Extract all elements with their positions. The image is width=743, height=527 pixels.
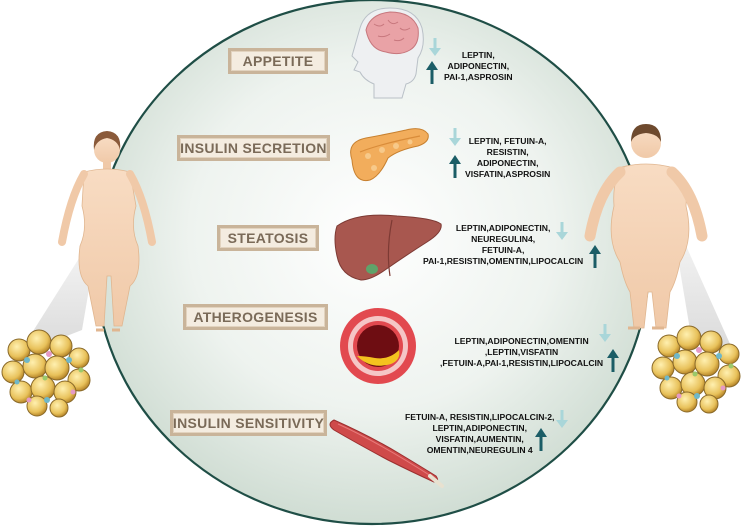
label-atherogenesis: ATHEROGENESIS	[183, 304, 328, 330]
arrow-down-icon	[449, 128, 461, 146]
adipokine-line: OMENTIN,NEUREGULIN 4	[426, 445, 533, 455]
brain-head-icon	[351, 7, 424, 99]
adipokine-line: LEPTIN,ADIPONECTIN,	[432, 423, 527, 433]
adipokines-atherogenesis: LEPTIN,ADIPONECTIN,OMENTIN ,LEPTIN,VISFA…	[440, 336, 603, 369]
adipokines-insulin-sensitivity: FETUIN-A, RESISTIN,LIPOCALCIN-2, LEPTIN,…	[405, 412, 554, 456]
label-insulin-secretion: INSULIN SECRETION	[177, 135, 330, 161]
adipokine-line: FETUIN-A,	[481, 245, 525, 255]
adipokine-line: LEPTIN,ADIPONECTIN,OMENTIN	[454, 336, 589, 346]
arrows	[426, 38, 619, 451]
adipokine-line: PAI-1,RESISTIN,OMENTIN,LIPOCALCIN	[423, 256, 584, 266]
adipokine-line: ADIPONECTIN,	[476, 158, 539, 168]
adipokine-line: VISFATIN,ASPROSIN	[465, 169, 551, 179]
muscle-icon	[329, 419, 444, 488]
adipokine-line: LEPTIN, FETUIN-A,	[468, 136, 547, 146]
adipokine-line: VISFATIN,AUMENTIN,	[435, 434, 524, 444]
arrow-up-icon	[607, 349, 619, 372]
obese-man-icon	[584, 124, 735, 355]
adipokine-line: ,FETUIN-A,PAI-1,RESISTIN,LIPOCALCIN	[440, 358, 604, 368]
adipokine-line: ADIPONECTIN,	[447, 61, 510, 71]
arrow-down-icon	[556, 222, 568, 240]
artery-plaque-icon	[340, 308, 416, 384]
adipokine-line: LEPTIN,ADIPONECTIN,	[455, 223, 551, 233]
lean-woman-icon	[18, 131, 156, 355]
arrow-up-icon	[535, 428, 547, 451]
adipokine-line: FETUIN-A, RESISTIN,LIPOCALCIN-2,	[405, 412, 555, 422]
arrow-down-icon	[429, 38, 441, 56]
adipose-tissue-right-icon	[651, 325, 741, 414]
adipokine-line: PAI-1,ASPROSIN	[444, 72, 513, 82]
adipokines-steatosis: LEPTIN,ADIPONECTIN, NEUREGULIN4, FETUIN-…	[423, 223, 583, 267]
adipokine-line: LEPTIN,	[461, 50, 495, 60]
adipose-tissue-left-icon	[1, 329, 91, 418]
adipokines-insulin-secretion: LEPTIN, FETUIN-A, RESISTIN, ADIPONECTIN,…	[465, 136, 550, 180]
label-appetite: APPETITE	[228, 48, 328, 74]
adipokines-appetite: LEPTIN, ADIPONECTIN, PAI-1,ASPROSIN	[444, 50, 513, 83]
liver-icon	[334, 214, 442, 281]
adipokine-line: RESISTIN,	[486, 147, 529, 157]
arrow-up-icon	[449, 155, 461, 178]
adipokine-line: ,LEPTIN,VISFATIN	[484, 347, 559, 357]
arrow-up-icon	[426, 61, 438, 84]
label-insulin-sensitivity: INSULIN SENSITIVITY	[170, 410, 327, 436]
arrow-down-icon	[556, 410, 568, 428]
arrow-up-icon	[589, 245, 601, 268]
label-steatosis: STEATOSIS	[217, 225, 319, 251]
arrow-down-icon	[599, 324, 611, 342]
pancreas-icon	[350, 128, 429, 182]
adipokine-line: NEUREGULIN4,	[471, 234, 536, 244]
